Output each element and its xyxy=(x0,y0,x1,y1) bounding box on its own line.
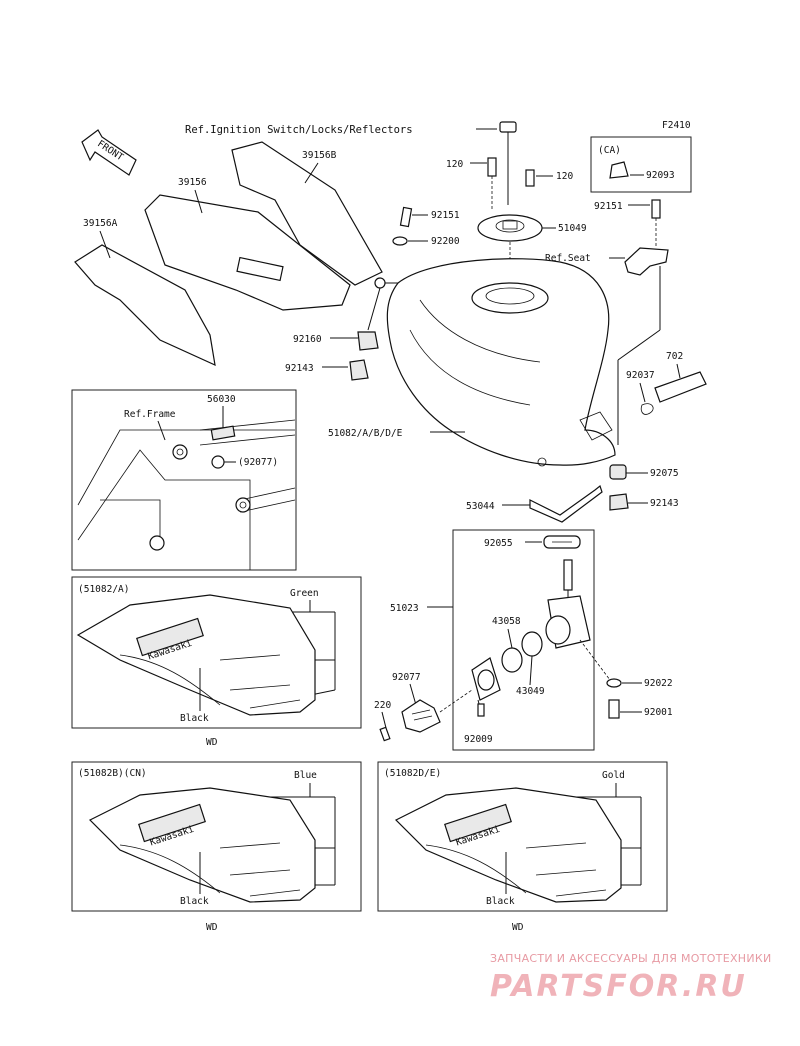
svg-text:Green: Green xyxy=(290,588,319,599)
bolt-92001: 92001 xyxy=(608,699,673,719)
ca-inset-box: (CA) 92093 xyxy=(590,136,692,193)
washer-92200: 92200 xyxy=(392,236,460,247)
screw-92151-left: 92151 xyxy=(399,206,460,228)
svg-text:92075: 92075 xyxy=(650,468,679,479)
front-arrow-icon: FRONT xyxy=(81,129,137,176)
ref-ignition-label: Ref.Ignition Switch/Locks/Reflectors xyxy=(185,124,413,136)
svg-text:39156A: 39156A xyxy=(83,218,118,229)
svg-text:43049: 43049 xyxy=(516,686,545,697)
svg-text:Black: Black xyxy=(486,896,515,907)
cap-bolt xyxy=(499,121,517,205)
svg-text:120: 120 xyxy=(556,171,573,182)
svg-text:(CA): (CA) xyxy=(598,145,621,156)
damper-92160: 92160 xyxy=(293,331,379,351)
svg-text:43058: 43058 xyxy=(492,616,521,627)
filler-cap-51049: 51049 xyxy=(477,214,587,285)
svg-text:92200: 92200 xyxy=(431,236,460,247)
watermark-brand: PARTSFOR.RU xyxy=(490,969,747,1004)
fuel-tank xyxy=(367,258,616,467)
svg-text:(51082/A): (51082/A) xyxy=(78,584,129,595)
svg-text:39156B: 39156B xyxy=(302,150,337,161)
variant-box-51082A: (51082/A) Green Kawasaki Black WD xyxy=(71,576,362,748)
fuel-cock-box: 51023 92055 43058 43049 92009 xyxy=(390,529,611,751)
svg-text:702: 702 xyxy=(666,351,683,362)
svg-text:WD: WD xyxy=(206,922,218,933)
frame-inset-box: Ref.Frame 56030 (92077) xyxy=(71,389,297,571)
svg-text:(51082D/E): (51082D/E) xyxy=(384,768,441,779)
bolt-120-right: 120 xyxy=(525,169,573,187)
screw-220: 220 xyxy=(374,700,391,742)
screw-92151-right: 92151 xyxy=(594,199,661,248)
ref-frame-label: Ref.Frame xyxy=(124,409,176,420)
bolt-120-left: 120 xyxy=(446,157,497,210)
ref-seat-label: Ref.Seat xyxy=(545,253,591,264)
svg-text:92001: 92001 xyxy=(644,707,673,718)
svg-text:220: 220 xyxy=(374,700,391,711)
svg-text:92009: 92009 xyxy=(464,734,493,745)
svg-text:(92077): (92077) xyxy=(238,457,278,468)
seat-pad-39156: 39156 xyxy=(144,177,351,311)
svg-text:(51082B)(CN): (51082B)(CN) xyxy=(78,768,147,779)
svg-text:WD: WD xyxy=(512,922,524,933)
svg-text:92093: 92093 xyxy=(646,170,675,181)
seat-bracket: Ref.Seat xyxy=(545,247,669,445)
svg-text:92151: 92151 xyxy=(431,210,460,221)
fuel-cock-lever: 92077 xyxy=(392,672,473,733)
svg-text:92143: 92143 xyxy=(285,363,314,374)
svg-text:92143: 92143 xyxy=(650,498,679,509)
svg-text:92037: 92037 xyxy=(626,370,655,381)
svg-text:92151: 92151 xyxy=(594,201,623,212)
clamp-92037: 92037 xyxy=(626,370,655,415)
svg-text:92077: 92077 xyxy=(392,672,421,683)
variant-box-51082B: (51082B)(CN) Blue Kawasaki Black WD xyxy=(71,761,362,933)
drain-hose-53044: 53044 xyxy=(466,484,603,523)
watermark-tagline: ЗАПЧАСТИ И АКСЕССУАРЫ ДЛЯ МОТОТЕХНИКИ xyxy=(490,952,772,965)
seat-pad-39156B: 39156B xyxy=(231,141,383,286)
svg-text:120: 120 xyxy=(446,159,463,170)
svg-text:92022: 92022 xyxy=(644,678,673,689)
svg-text:Blue: Blue xyxy=(294,770,317,781)
svg-text:92055: 92055 xyxy=(484,538,513,549)
damper-92143-lower: 92143 xyxy=(609,493,679,511)
svg-text:39156: 39156 xyxy=(178,177,207,188)
watermark: ЗАПЧАСТИ И АКСЕССУАРЫ ДЛЯ МОТОТЕХНИКИ PA… xyxy=(490,952,772,1004)
washer-92022: 92022 xyxy=(606,678,673,689)
svg-text:92160: 92160 xyxy=(293,334,322,345)
damper-92075: 92075 xyxy=(609,464,679,480)
variant-box-51082DE: (51082D/E) Gold Kawasaki Black WD xyxy=(377,761,668,933)
seat-pad-39156A: 39156A xyxy=(74,218,216,367)
svg-text:Black: Black xyxy=(180,713,209,724)
hose-702: 702 xyxy=(654,351,707,403)
svg-text:56030: 56030 xyxy=(207,394,236,405)
figure-code: F2410 xyxy=(662,120,691,131)
svg-text:Gold: Gold xyxy=(602,770,625,781)
svg-text:WD: WD xyxy=(206,737,218,748)
svg-text:51049: 51049 xyxy=(558,223,587,234)
label-51082: 51082/A/B/D/E xyxy=(328,428,403,439)
svg-text:Black: Black xyxy=(180,896,209,907)
svg-text:51023: 51023 xyxy=(390,603,419,614)
damper-92143-upper: 92143 xyxy=(285,359,369,381)
svg-text:53044: 53044 xyxy=(466,501,495,512)
